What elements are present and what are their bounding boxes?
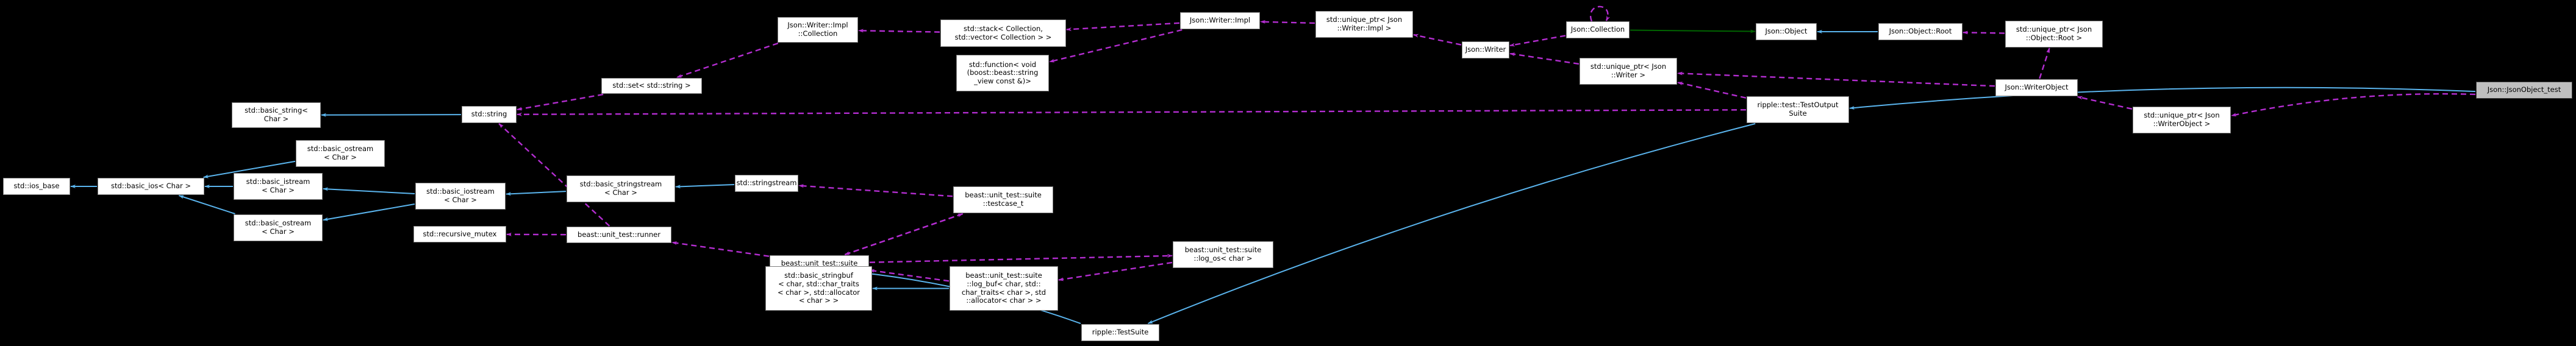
edge-json_collection-to-json_object bbox=[1630, 29, 1756, 34]
class-node-set_string[interactable]: std::set< std::string > bbox=[601, 78, 702, 94]
edge-jsonobject_test-to-testoutputsuite bbox=[1849, 86, 2476, 110]
class-node-basic_istream[interactable]: std::basic_istream < Char > bbox=[234, 173, 323, 200]
class-node-testoutputsuite[interactable]: ripple::test::TestOutput Suite bbox=[1747, 96, 1849, 123]
class-node-basic_ostream_l[interactable]: std::basic_ostream < Char > bbox=[234, 214, 323, 241]
class-node-basic_stringstream[interactable]: std::basic_stringstream < Char > bbox=[567, 175, 675, 202]
edge-ut_suite-to-ut_log_os bbox=[869, 254, 1173, 263]
class-node-basic_ostream_u[interactable]: std::basic_ostream < Char > bbox=[296, 140, 385, 167]
edge-basic_stringstream-to-basic_iostream bbox=[506, 191, 567, 196]
edge-ut_log_buf-to-ut_suite bbox=[869, 269, 950, 282]
edge-json_writerobject-to-uptr_object_root bbox=[2039, 48, 2050, 79]
edge-writer_impl_coll-to-set_string bbox=[676, 42, 779, 79]
edge-stringstream-to-basic_stringstream bbox=[675, 183, 735, 189]
class-node-json_object[interactable]: Json::Object bbox=[1756, 23, 1817, 40]
edge-basic_iostream-to-basic_istream bbox=[323, 187, 415, 194]
edge-uptr_writer-to-json_writer bbox=[1509, 52, 1580, 65]
class-node-basic_stringbuf[interactable]: std::basic_stringbuf < char, std::char_t… bbox=[765, 266, 872, 311]
class-node-ut_runner[interactable]: beast::unit_test::runner bbox=[567, 227, 671, 243]
edge-testoutputsuite-to-uptr_writer bbox=[1677, 82, 1747, 99]
edge-uptr_writer_impl-to-writer_impl bbox=[1260, 19, 1315, 24]
class-node-ut_testcase_t[interactable]: beast::unit_test::suite ::testcase_t bbox=[953, 186, 1053, 213]
class-node-ripple_testsuite[interactable]: ripple::TestSuite bbox=[1081, 324, 1159, 341]
class-node-json_collection[interactable]: Json::Collection bbox=[1566, 21, 1630, 38]
class-node-basic_iostream[interactable]: std::basic_iostream < Char > bbox=[415, 183, 506, 210]
class-node-json_writerobject[interactable]: Json::WriterObject bbox=[1995, 79, 2078, 96]
edge-json_writerobject-to-uptr_writer bbox=[1677, 71, 1995, 87]
edge-writer_impl-to-stack_collection bbox=[1066, 22, 1180, 32]
edge-writer_impl-to-function_void bbox=[1049, 29, 1182, 63]
class-node-uptr_writerobject[interactable]: std::unique_ptr< Json ::WriterObject > bbox=[2133, 107, 2231, 133]
class-node-function_void[interactable]: std::function< void (boost::beast::strin… bbox=[956, 55, 1049, 91]
edge-uptr_writerobject-to-json_writerobject bbox=[2077, 96, 2133, 110]
class-node-jsonobject_test[interactable]: Json::JsonObject_test bbox=[2476, 82, 2572, 99]
class-node-json_writer[interactable]: Json::Writer bbox=[1462, 41, 1509, 58]
class-node-recursive_mutex[interactable]: std::recursive_mutex bbox=[413, 226, 506, 242]
edge-json_writer-to-uptr_writer_impl bbox=[1413, 34, 1462, 46]
edge-json_collection-to-json_collection bbox=[1589, 5, 1611, 22]
class-node-ut_log_buf[interactable]: beast::unit_test::suite ::log_buf< char,… bbox=[950, 266, 1058, 311]
class-node-ios_base[interactable]: std::ios_base bbox=[3, 178, 70, 195]
class-node-writer_impl[interactable]: Json::Writer::Impl bbox=[1180, 12, 1260, 29]
class-node-ut_log_os[interactable]: beast::unit_test::suite ::log_os< char > bbox=[1173, 241, 1273, 268]
class-node-uptr_writer_impl[interactable]: std::unique_ptr< Json ::Writer::Impl > bbox=[1315, 11, 1413, 38]
class-node-writer_impl_coll[interactable]: Json::Writer::Impl ::Collection bbox=[778, 17, 858, 43]
edge-ut_log_os-to-ut_log_buf bbox=[1058, 261, 1173, 281]
edge-uptr_object_root-to-json_object_root bbox=[1962, 30, 2005, 35]
edge-set_string-to-string bbox=[517, 93, 604, 111]
edge-ut_testcase_t-to-stringstream bbox=[798, 184, 953, 197]
class-node-basic_string[interactable]: std::basic_string< Char > bbox=[232, 102, 321, 128]
edge-json_collection-to-json_writer bbox=[1509, 35, 1566, 47]
edge-testoutputsuite-to-ripple_testsuite bbox=[1147, 123, 1756, 324]
edge-ut_runner-to-string bbox=[498, 123, 610, 227]
class-node-uptr_writer[interactable]: std::unique_ptr< Json ::Writer > bbox=[1580, 58, 1677, 85]
edge-ut_testcase_t-to-ut_suite bbox=[844, 213, 964, 256]
class-node-uptr_object_root[interactable]: std::unique_ptr< Json ::Object::Root > bbox=[2005, 21, 2103, 48]
class-node-stringstream[interactable]: std::stringstream bbox=[735, 175, 798, 192]
edge-basic_ostream_l-to-basic_ios bbox=[178, 195, 235, 214]
class-node-string[interactable]: std::string bbox=[462, 106, 517, 123]
edge-ut_suite-to-ut_runner bbox=[671, 241, 770, 257]
edge-basic_ostream_u-to-basic_ios bbox=[202, 160, 296, 178]
edge-jsonobject_test-to-uptr_writerobject bbox=[2231, 93, 2476, 117]
edge-stack_collection-to-writer_impl_coll bbox=[858, 29, 940, 33]
class-node-basic_ios[interactable]: std::basic_ios< Char > bbox=[98, 178, 204, 195]
edge-testoutputsuite-to-string bbox=[517, 109, 1747, 116]
edge-basic_iostream-to-basic_ostream_l bbox=[323, 203, 415, 221]
class-node-json_object_root[interactable]: Json::Object::Root bbox=[1878, 23, 1962, 40]
class-node-stack_collection[interactable]: std::stack< Collection, std::vector< Col… bbox=[940, 19, 1066, 47]
